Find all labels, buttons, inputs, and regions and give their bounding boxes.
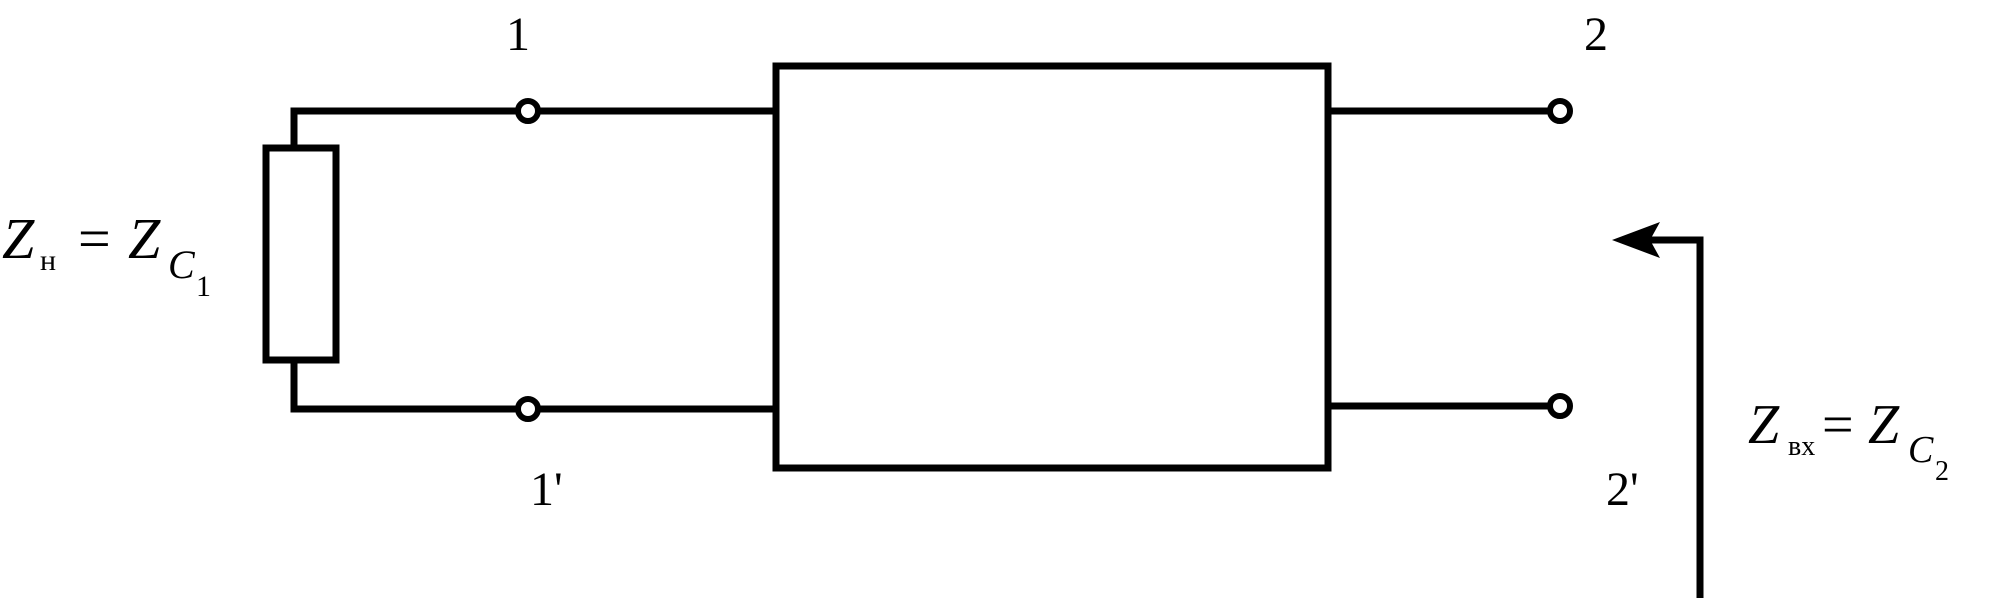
- input-impedance-arrow-line: [1650, 236, 1704, 598]
- load-equals: =: [78, 206, 111, 271]
- terminal-label-2p: 2': [1606, 463, 1639, 516]
- input-impedance-label: Z вх = Z C 2: [1748, 394, 1949, 487]
- load-c-sub-index: 1: [196, 270, 211, 303]
- input-c-subscript: C: [1908, 429, 1934, 471]
- input-z2-symbol: Z: [1868, 394, 1900, 456]
- terminal-label-1: 1: [506, 8, 530, 61]
- terminal-1-node: [515, 98, 541, 124]
- load-z-symbol: Z: [2, 206, 35, 271]
- terminal-2-node: [1547, 98, 1573, 124]
- terminal-label-2: 2: [1584, 8, 1608, 61]
- input-equals: =: [1822, 394, 1854, 456]
- load-c-subscript: C: [168, 242, 196, 287]
- terminal-1p-node: [515, 396, 541, 422]
- load-resistor: [262, 144, 340, 364]
- load-z-subscript: н: [40, 244, 56, 277]
- terminal-label-1p: 1': [530, 463, 563, 516]
- arrow-head-icon: [1612, 222, 1660, 258]
- input-z-symbol: Z: [1748, 394, 1780, 456]
- load-bottom-wire: [290, 360, 519, 413]
- load-z2-symbol: Z: [128, 206, 161, 271]
- terminal-2p-node: [1547, 393, 1573, 419]
- load-top-wire: [290, 107, 519, 148]
- load-impedance-label: Z н = Z C 1: [2, 206, 211, 303]
- input-z-subscript: вх: [1788, 431, 1815, 462]
- input-c-sub-index: 2: [1935, 456, 1949, 487]
- two-port-box: [772, 62, 1332, 472]
